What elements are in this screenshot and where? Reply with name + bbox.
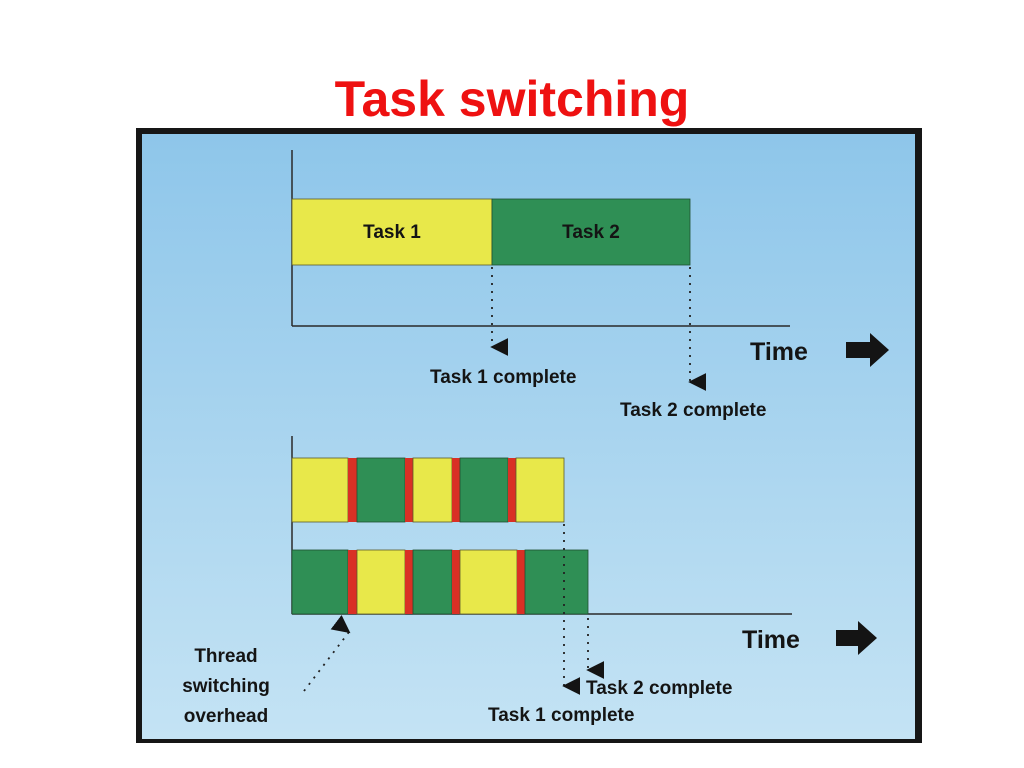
interleaved-time-label: Time bbox=[742, 626, 800, 654]
interleaved-time-arrow-icon bbox=[836, 621, 877, 655]
sequential-time-arrow-icon bbox=[846, 333, 889, 367]
interleaved-row-top bbox=[291, 457, 565, 523]
sequential-time-label: Time bbox=[750, 338, 808, 366]
diagram-frame: Task 1 Task 2 Time Task 1 complete Task … bbox=[136, 128, 922, 743]
task1-bar-label: Task 1 bbox=[363, 222, 421, 243]
slide-title: Task switching bbox=[334, 71, 690, 127]
interleaved-task1-complete-label: Task 1 complete bbox=[488, 705, 634, 726]
sequential-task2-complete-label: Task 2 complete bbox=[620, 400, 766, 421]
interleaved-row-bottom bbox=[291, 549, 589, 615]
interleaved-task2-complete-label: Task 2 complete bbox=[586, 678, 732, 699]
sequential-bar-task2: Task 2 bbox=[491, 198, 691, 266]
overhead-label-line3: overhead bbox=[184, 706, 268, 727]
overhead-label-line2: switching bbox=[182, 676, 270, 697]
overhead-label-line1: Thread bbox=[194, 646, 257, 667]
task-switching-diagram: Task 1 Task 2 Time Task 1 complete Task … bbox=[142, 134, 915, 739]
sequential-bar-task1: Task 1 bbox=[291, 198, 493, 266]
task2-bar-label: Task 2 bbox=[562, 222, 620, 243]
sequential-task1-complete-label: Task 1 complete bbox=[430, 367, 576, 388]
